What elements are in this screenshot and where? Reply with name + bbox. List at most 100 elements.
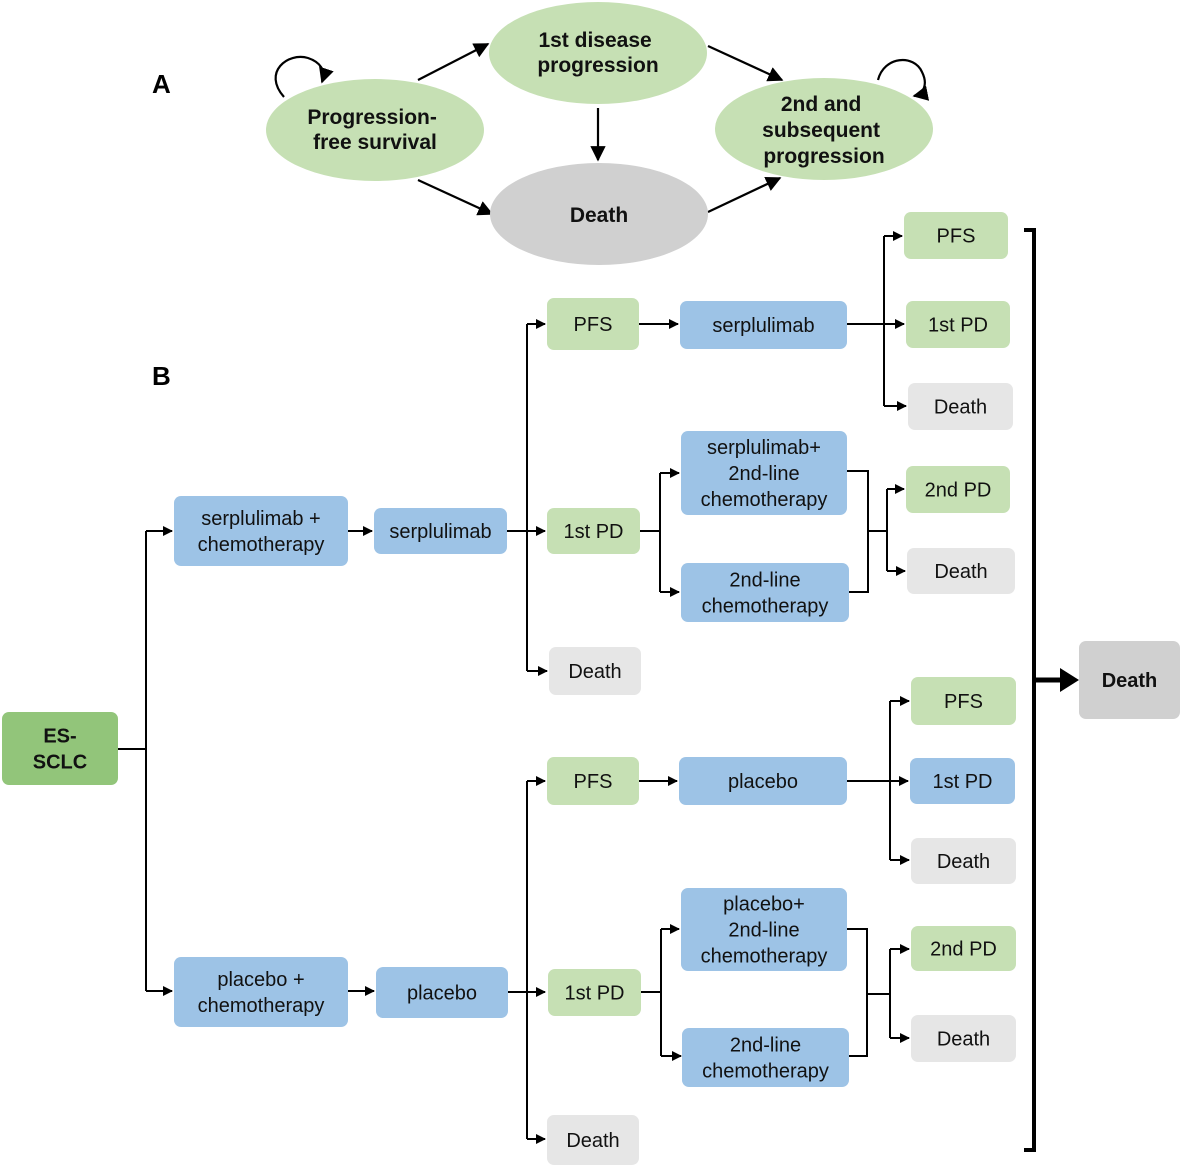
panel-b-label: B [152, 361, 171, 391]
node-label-line: chemotherapy [198, 995, 325, 1017]
node-label-line: 1st PD [563, 521, 623, 543]
svg-text:Progression- free surviv: Progression- free survival [307, 106, 442, 154]
state-label-line: 1st disease [538, 29, 651, 52]
placebo-pfs-box: PFS [547, 757, 639, 805]
svg-text:ES-SCLC: ES- SCLC [33, 726, 87, 774]
svg-text:1st PD: 1st PD [928, 315, 988, 337]
node-label-line: chemotherapy [701, 946, 828, 968]
node-label-line: 2nd-line [730, 1035, 801, 1057]
node-label-line: Death [1102, 670, 1158, 692]
state-second-subsequent-progression: 2nd and subsequent progression [715, 78, 933, 180]
svg-text:Death: Death [566, 1130, 619, 1152]
node-label-line: Death [568, 661, 621, 683]
svg-text:serplulimab: serplulimab [712, 315, 814, 337]
node-label-line: PFS [574, 314, 613, 336]
node-label-line: Death [937, 851, 990, 873]
node-label-line: 2nd-line [728, 920, 799, 942]
svg-text:serplulimab +chemotherapy: serplulimab +chemotherapy [198, 508, 325, 556]
node-label-line: PFS [937, 226, 976, 248]
serplulimab-pfs-out-pfs-box: PFS [904, 212, 1008, 259]
placebo-pfs-out-pd-box: 1st PD [910, 758, 1015, 804]
svg-text:PFS: PFS [944, 691, 983, 713]
panel-a-label: A [152, 69, 171, 99]
node-label-line: serplulimab [712, 315, 814, 337]
node-label-line: 1st PD [564, 983, 624, 1005]
svg-text:serplulimab: serplulimab [389, 521, 491, 543]
placebo-pd-option1-box: placebo+ 2nd-line chemotherapy [681, 888, 847, 971]
node-label-line: ES- [43, 726, 76, 748]
serplulimab-pfs-out-death-box: Death [908, 383, 1013, 430]
root-es-sclc: ES- SCLC [2, 712, 118, 785]
serplulimab-death-box: Death [549, 647, 641, 695]
serplulimab-pd-out-second-box: 2nd PD [906, 466, 1010, 513]
node-label-line: SCLC [33, 752, 87, 774]
state-label-line: Death [570, 204, 628, 227]
placebo-chemo-box: placebo + chemotherapy [174, 957, 348, 1027]
svg-text:Death: Death [937, 851, 990, 873]
svg-text:PFS: PFS [574, 314, 613, 336]
svg-text:placebo +chemotherapy: placebo + chemotherapy [198, 969, 325, 1017]
serplulimab-pfs-treatment-box: serplulimab [680, 301, 847, 349]
panel-a-edges [274, 43, 930, 216]
node-label-line: serplulimab [389, 521, 491, 543]
svg-text:1st PD: 1st PD [563, 521, 623, 543]
node-label-line: serplulimab+ [707, 437, 821, 459]
node-label-line: Death [934, 397, 987, 419]
node-label-line: chemotherapy [702, 596, 829, 618]
state-label-line: progression [537, 54, 658, 77]
serplulimab-chemo-box: serplulimab +chemotherapy [174, 496, 348, 566]
svg-text:2nd PD: 2nd PD [925, 480, 992, 502]
placebo-death-box: Death [547, 1115, 639, 1165]
svg-text:1st PD: 1st PD [564, 983, 624, 1005]
node-label-line: 1st PD [932, 771, 992, 793]
node-label-line: serplulimab + [201, 508, 321, 530]
placebo-pfs-treatment-box: placebo [679, 757, 847, 805]
placebo-pd-option2-box: 2nd-line chemotherapy [682, 1028, 849, 1087]
serplulimab-pd-option1-box: serplulimab+ 2nd-line chemotherapy [681, 431, 847, 515]
node-label-line: 2nd-line [728, 463, 799, 485]
node-label-line: chemotherapy [701, 489, 828, 511]
node-label-line: PFS [574, 771, 613, 793]
placebo-pfs-out-pfs-box: PFS [911, 677, 1016, 725]
svg-text:1st PD: 1st PD [932, 771, 992, 793]
state-progression-free-survival: Progression- free survival [266, 79, 484, 181]
state-label-line: progression [763, 145, 884, 168]
state-first-disease-progression: 1st disease progression [489, 2, 707, 104]
node-label-line: 1st PD [928, 315, 988, 337]
svg-text:Death: Death [1102, 670, 1158, 692]
node-label-line: 2nd PD [925, 480, 992, 502]
placebo-maintenance-box: placebo [376, 967, 508, 1018]
node-label-line: PFS [944, 691, 983, 713]
svg-text:PFS: PFS [937, 226, 976, 248]
node-label-line: chemotherapy [702, 1061, 829, 1083]
placebo-pd-out-death-box: Death [911, 1015, 1016, 1062]
node-label-line: placebo+ [723, 894, 805, 916]
serplulimab-pfs-out-pd-box: 1st PD [906, 301, 1010, 348]
state-death: Death [490, 163, 708, 265]
node-label-line: placebo + [217, 969, 304, 991]
serplulimab-maintenance-box: serplulimab [374, 508, 507, 554]
node-label-line: Death [934, 561, 987, 583]
panel-b-edges [118, 228, 1079, 1152]
placebo-first-pd-box: 1st PD [548, 969, 641, 1016]
svg-text:Death: Death [934, 397, 987, 419]
svg-text:placebo: placebo [407, 983, 477, 1005]
svg-text:Death: Death [934, 561, 987, 583]
node-label-line: Death [937, 1029, 990, 1051]
node-label-line: placebo [407, 983, 477, 1005]
node-label-line: placebo [728, 771, 798, 793]
state-label-line: Progression- [307, 106, 437, 129]
svg-text:Death: Death [568, 661, 621, 683]
placebo-pfs-out-death-box: Death [911, 838, 1016, 884]
serplulimab-first-pd-box: 1st PD [547, 508, 640, 554]
placebo-pd-out-second-box: 2nd PD [911, 926, 1016, 971]
svg-text:2nd and subsequent: 2nd and subsequent progression [762, 93, 886, 168]
svg-text:2nd PD: 2nd PD [930, 939, 997, 961]
node-label-line: Death [566, 1130, 619, 1152]
